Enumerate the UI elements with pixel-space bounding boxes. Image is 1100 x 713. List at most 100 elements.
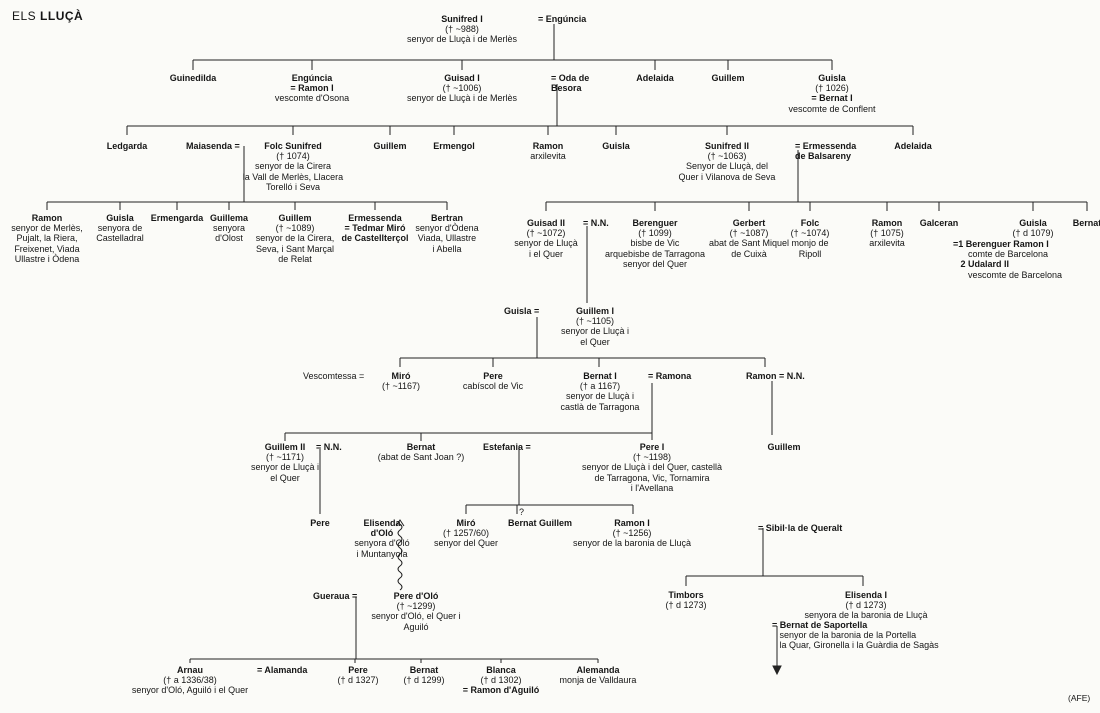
person-detail: comte de Barcelona: [953, 249, 1049, 260]
person-guisla-1079: Guisla(† d 1079): [1012, 218, 1053, 238]
person-detail: senyor de Lluçà: [514, 238, 578, 249]
person-detail: († ~1072): [526, 228, 566, 239]
person-nn2: = N.N.: [316, 442, 342, 452]
person-detail: († ~988): [445, 24, 479, 35]
person-name: Ramon: [871, 218, 903, 228]
person-detail: Ullastre i Òdena: [14, 253, 80, 264]
person-detail: senyor de Merlès,: [11, 223, 83, 234]
person-name: Guinedilda: [169, 73, 217, 83]
connector-lines: [46, 24, 1088, 676]
person-detail: Quer i Vilanova de Seva: [678, 171, 776, 182]
person-timbors: Timbors(† d 1273): [665, 590, 706, 610]
person-ramon-1075: Ramon(† 1075)arxilevita: [869, 218, 905, 249]
person-name: Guisad II: [526, 218, 566, 228]
person-name: =1 Berenguer Ramon I: [953, 239, 1049, 249]
person-detail: († ~1087): [729, 228, 769, 239]
person-name: Bernat: [1072, 218, 1100, 228]
person-guinedilda: Guinedilda: [170, 73, 217, 83]
person-detail: de Tarragona, Vic, Tornamira: [594, 472, 710, 483]
person-detail: († ~1089): [275, 223, 315, 234]
person-bernat-abat: Bernat(abat de Sant Joan ?): [378, 442, 465, 462]
person-detail: el Quer: [580, 336, 610, 347]
person-name: Guillem I: [575, 306, 615, 316]
person-detail: = Bernat I: [811, 93, 853, 104]
person-guisla2: Guisla: [602, 141, 630, 151]
person-detail: senyora de la baronia de Lluçà: [804, 610, 928, 621]
person-name: Maiasenda =: [186, 141, 240, 151]
person-detail: († d 1079): [1012, 228, 1054, 239]
person-name: Guisla: [818, 73, 846, 83]
person-detail: († a 1336/38): [163, 675, 217, 686]
person-detail: († d 1302): [480, 675, 522, 686]
person-detail: = Ramon d'Aguiló: [462, 685, 540, 696]
person-detail: monjo de: [791, 238, 829, 249]
person-name: Adelaida: [894, 141, 932, 151]
person-name: Ramon I: [614, 518, 650, 528]
person-sibilla: = Sibil·la de Queralt: [758, 523, 842, 533]
person-name: Elisenda I: [844, 590, 888, 600]
person-detail: senyor del Quer: [622, 258, 688, 269]
person-detail: Castelladral: [96, 233, 144, 244]
person-name: Folc Sunifred: [264, 141, 322, 151]
person-name: Miró: [391, 371, 411, 381]
person-detail: de Castellterçol: [341, 233, 409, 244]
person-name: Elisenda: [363, 518, 401, 528]
person-guisla-sp: =1 Berenguer Ramon I comte de Barcelona …: [953, 239, 1062, 280]
person-elisenda-i: Elisenda I(† d 1273)senyora de la baroni…: [804, 590, 927, 621]
person-name: Ermengarda: [150, 213, 204, 223]
person-name: = Sibil·la de Queralt: [758, 523, 843, 533]
person-name: Ermengol: [433, 141, 475, 151]
person-name: Ledgarda: [106, 141, 148, 151]
person-name: Guillem II: [264, 442, 306, 452]
credit-label: (AFE): [1068, 693, 1091, 703]
person-detail: († 1075): [870, 228, 904, 239]
person-blanca: Blanca(† d 1302)= Ramon d'Aguiló: [463, 665, 539, 696]
person-detail: i Abella: [432, 243, 462, 254]
person-ledgarda: Ledgarda: [107, 141, 148, 151]
person-pere-1327: Pere(† d 1327): [337, 665, 378, 685]
person-name: Pere: [483, 371, 503, 381]
person-detail: († ~1063): [707, 151, 747, 162]
person-detail: senyor de Lluçà i: [560, 326, 630, 337]
person-ramona: = Ramona: [648, 371, 691, 381]
person-detail: († ~1198): [632, 452, 672, 463]
person-folc-sunifred: Folc Sunifred(† 1074)senyor de la Cirera…: [243, 141, 343, 192]
person-saportella: = Bernat de Saportella senyor de la baro…: [772, 620, 939, 651]
person-detail: abat de Sant Miquel: [708, 238, 790, 249]
person-detail: i el Quer: [528, 248, 564, 259]
person-detail: senyor de la baronia de Lluçà: [572, 538, 692, 549]
person-detail: († ~1006): [442, 83, 482, 94]
person-name: Miró: [456, 518, 476, 528]
person-detail: († ~1171): [265, 452, 305, 463]
person-name: = Alamanda: [257, 665, 308, 675]
person-detail: Seva, i Sant Marçal: [255, 243, 335, 254]
person-detail: († d 1299): [403, 675, 445, 686]
person-name: Arnau: [176, 665, 203, 675]
person-detail: senyora d'Oló: [354, 538, 410, 549]
person-detail: († d 1273): [845, 600, 887, 611]
person-detail: senyor d'Òdena: [415, 223, 479, 234]
person-name: Sunifred I: [441, 14, 483, 24]
person-miro2: Miró(† 1257/60)senyor del Quer: [434, 518, 498, 549]
person-adelaida2: Adelaida: [894, 141, 932, 151]
person-name: Guillem: [278, 213, 312, 223]
person-name: = N.N.: [316, 442, 342, 452]
person-bernat-end: Bernat: [1073, 218, 1100, 228]
person-detail: de Relat: [278, 253, 312, 264]
person-detail: vescomte d'Osona: [274, 93, 350, 104]
person-name: Ramon = N.N.: [746, 371, 805, 381]
person-maiasenda: Maiasenda =: [186, 141, 240, 151]
person-detail: arxilevita: [869, 238, 905, 249]
person-detail: senyor d'Oló, Aguiló i el Quer: [131, 685, 249, 696]
person-name: Guillem: [767, 442, 801, 452]
person-detail: († ~1299): [396, 601, 436, 612]
